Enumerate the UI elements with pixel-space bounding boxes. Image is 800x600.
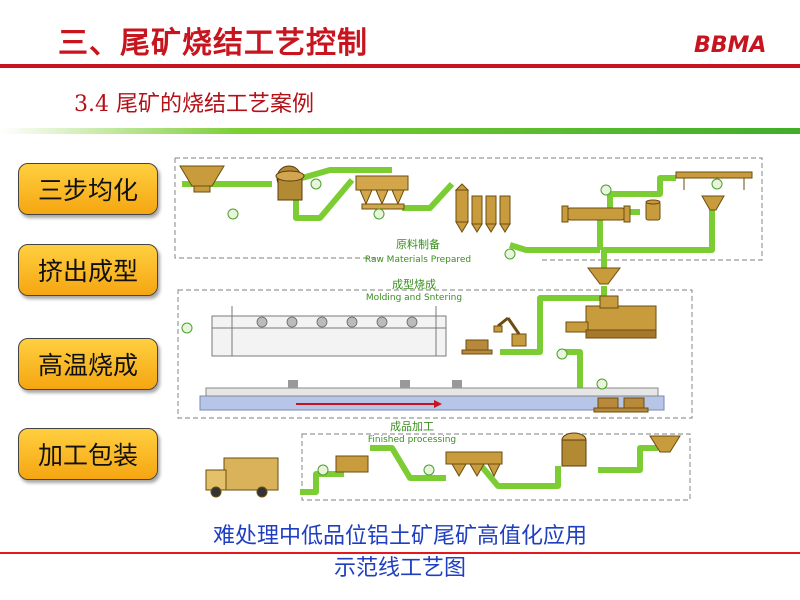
pallet-stack-right — [593, 397, 649, 413]
green-divider — [0, 128, 800, 134]
section-molding-subtitle: Molding and Sntering — [366, 293, 462, 303]
header-divider — [0, 64, 800, 68]
section-raw-title: 原料制备 — [396, 237, 440, 251]
step-extrusion: 挤出成型 — [18, 244, 158, 296]
caption-line-1: 难处理中低品位铝土矿尾矿高值化应用 — [212, 524, 587, 549]
raw-pipes — [182, 167, 715, 268]
feed-hopper — [179, 165, 225, 193]
extruder — [565, 295, 657, 339]
svg-text:BBMA: BBMA — [694, 33, 766, 58]
step-firing: 高温烧成 — [18, 338, 158, 390]
truck — [205, 457, 279, 498]
section-finished-subtitle: Finished processing — [368, 435, 456, 445]
finish-crusher — [561, 432, 587, 467]
caption-line-2: 示范线工艺图 — [333, 556, 466, 581]
sensor-markers — [181, 178, 723, 476]
triple-hopper-top — [355, 175, 409, 210]
pallet-stack-left — [461, 339, 493, 355]
section-finished-border — [301, 433, 691, 501]
footer-divider — [0, 552, 800, 554]
silos — [454, 183, 511, 233]
section-subtitle: 3.4 尾矿的烧结工艺案例 — [74, 92, 314, 117]
step-homogenization: 三步均化 — [18, 163, 158, 215]
section-molding-border — [177, 289, 693, 419]
ball-mill — [561, 205, 631, 223]
section-raw-subtitle: Raw Materials Prepared — [365, 255, 471, 265]
step-packaging: 加工包装 — [18, 428, 158, 480]
robot-arm — [493, 316, 527, 347]
section-finished-title: 成品加工 — [390, 420, 434, 433]
funnel-junction — [587, 267, 621, 285]
conveyor-top — [675, 171, 753, 190]
section-molding-title: 成型烧成 — [392, 277, 436, 291]
finish-funnel — [649, 435, 681, 453]
finished-pipes — [300, 445, 658, 495]
crusher — [275, 165, 305, 201]
kiln-fans — [256, 316, 418, 328]
page-title: 三、尾矿烧结工艺控制 — [58, 26, 368, 61]
funnel-right — [701, 195, 725, 211]
finish-equipment — [335, 451, 503, 478]
tunnel-kiln — [199, 380, 665, 411]
dryer-kiln — [211, 306, 447, 357]
bbma-logo: BBMA — [694, 33, 766, 58]
storage-tank — [645, 199, 661, 221]
section-raw-border — [174, 157, 763, 261]
